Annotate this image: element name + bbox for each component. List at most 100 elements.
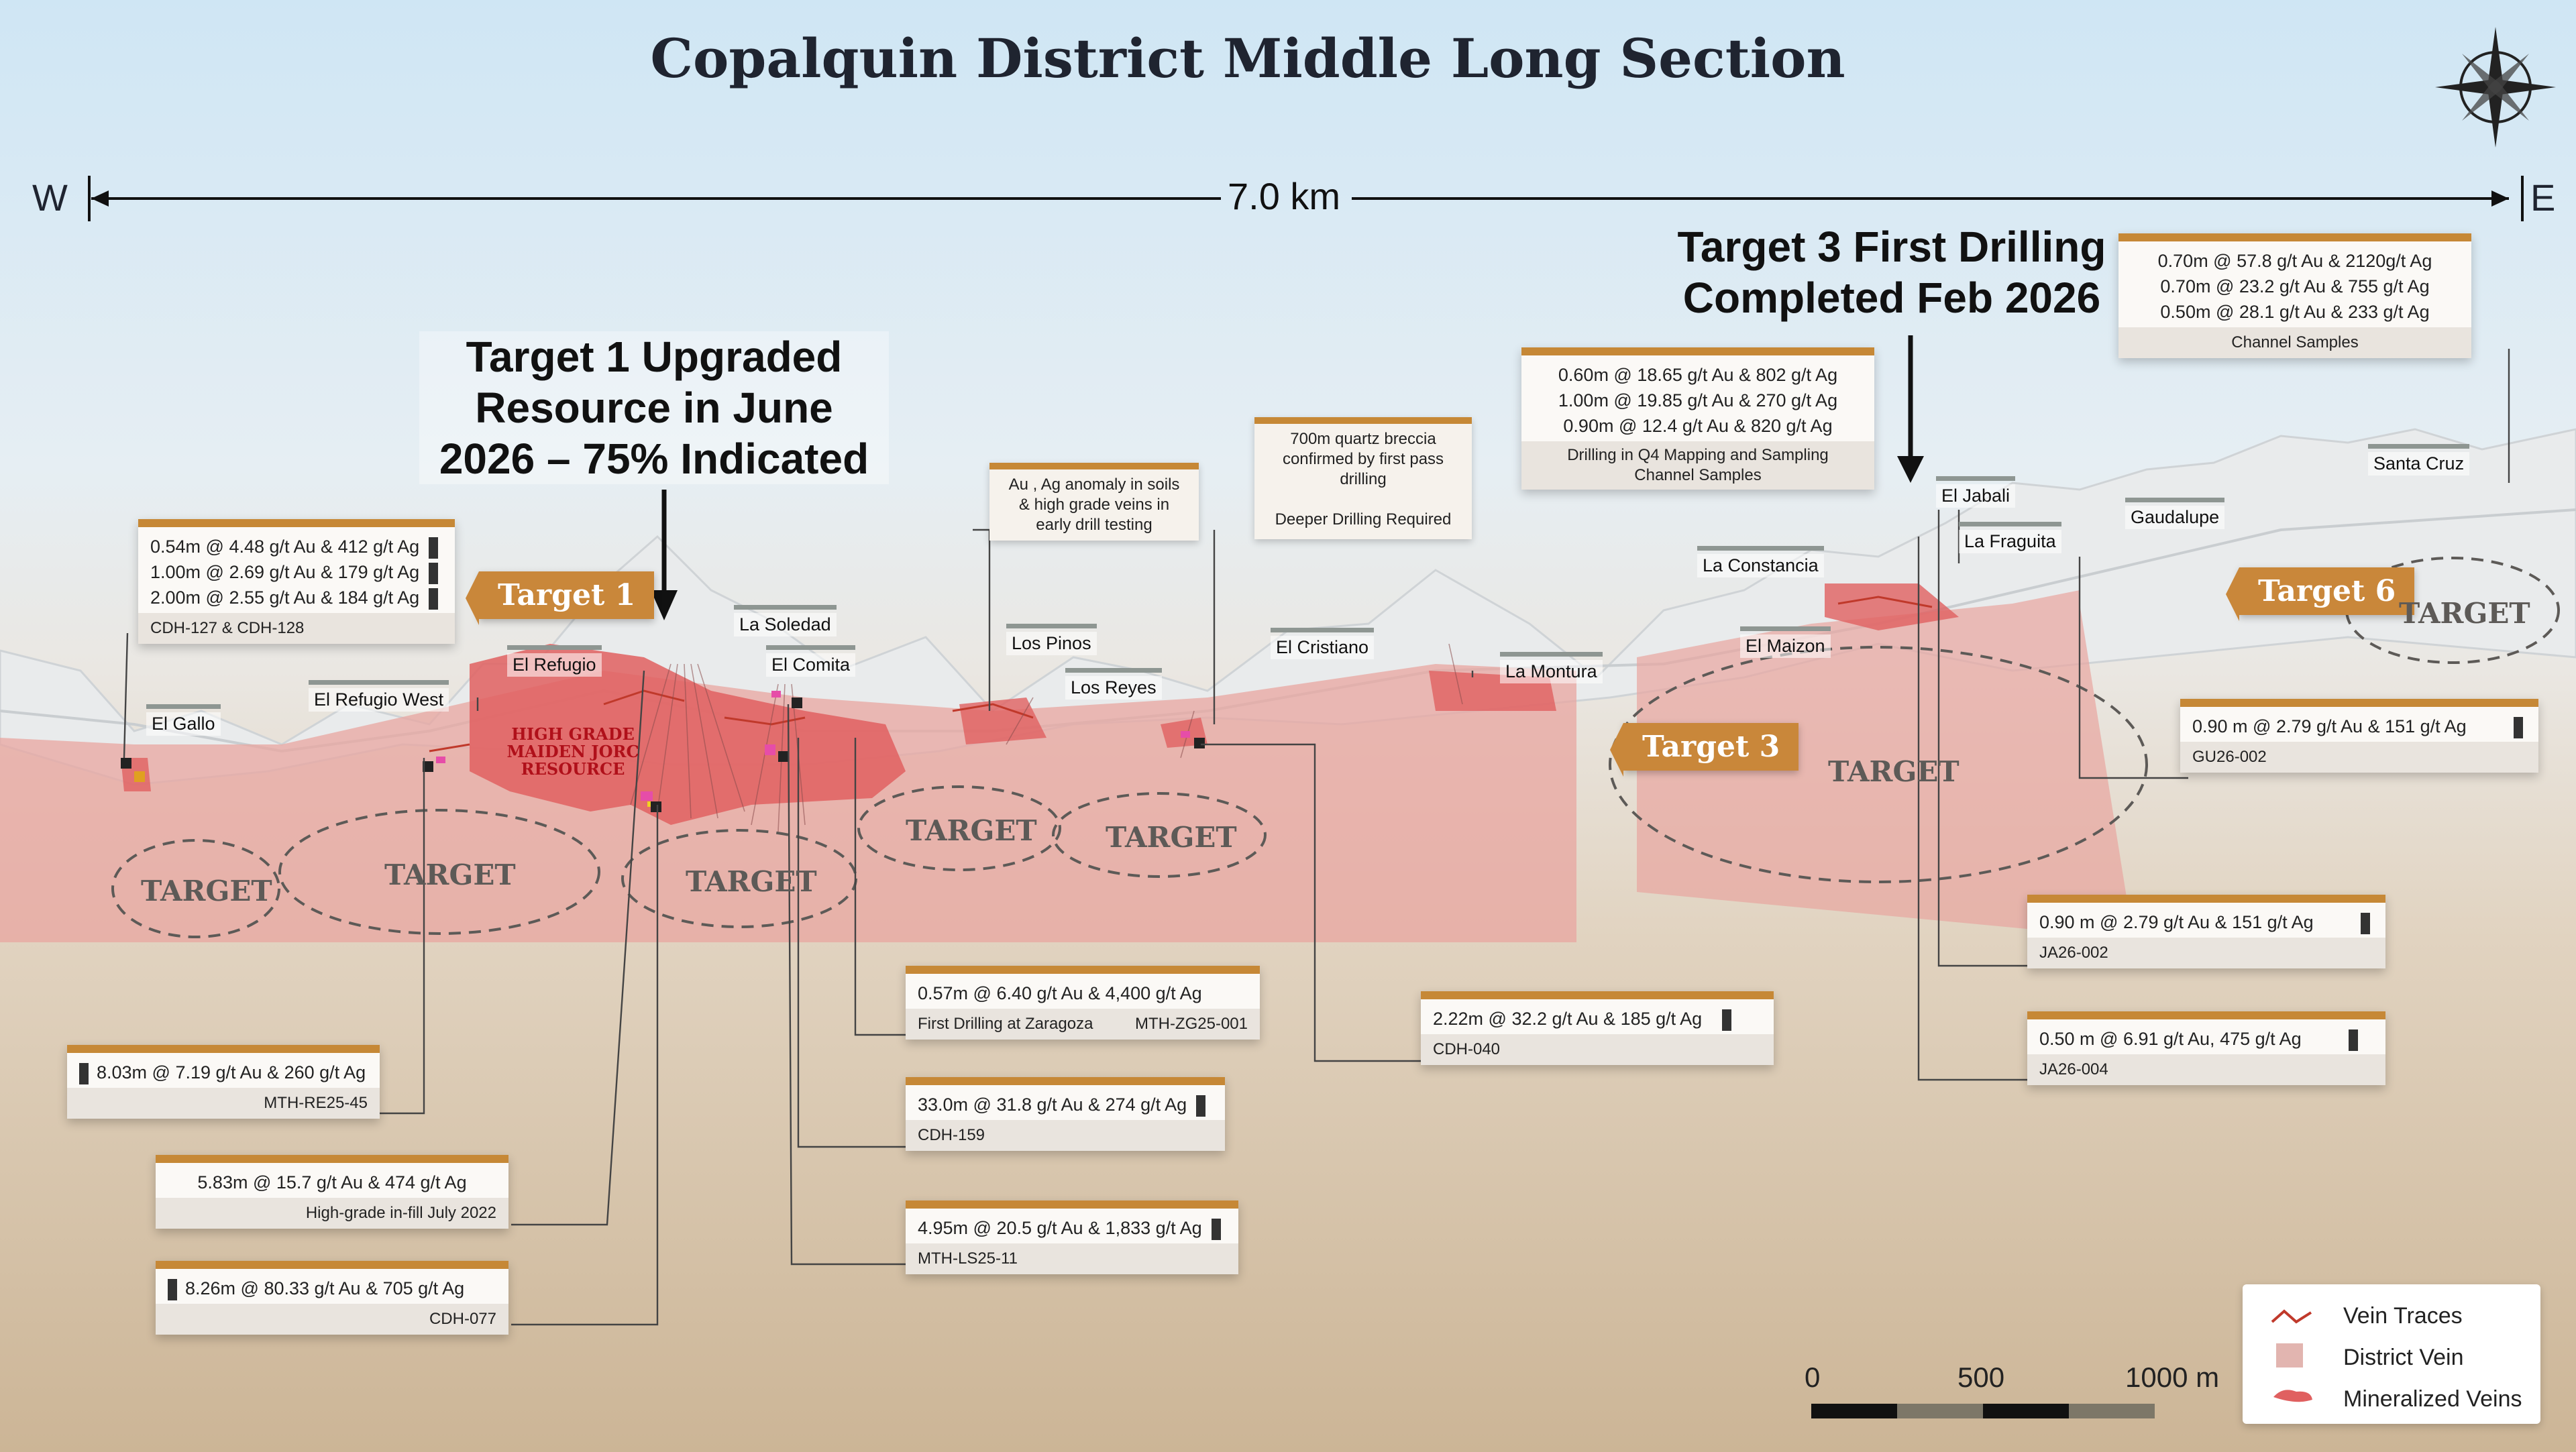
note-line: drilling [1340, 470, 1387, 488]
legend-mineralized-veins: Mineralized Veins [2343, 1386, 2522, 1412]
leader-lines [123, 349, 2510, 1326]
card-footer: High-grade in-fill July 2022 [156, 1198, 508, 1229]
note-line: early drill testing [1036, 516, 1152, 534]
card-cdh-159: 33.0m @ 31.8 g/t Au & 274 g/t Ag CDH-159 [906, 1077, 1225, 1151]
location-la-montura: La Montura [1500, 652, 1603, 683]
note-line: Deeper Drilling Required [1275, 510, 1452, 528]
note-quartz-breccia: 700m quartz breccia confirmed by first p… [1254, 417, 1472, 539]
target-ellipse-label: TARGET [1828, 755, 1960, 788]
target-ellipse-label: TARGET [1106, 821, 1237, 854]
card-row: 33.0m @ 31.8 g/t Au & 274 g/t Ag [918, 1092, 1213, 1117]
target3-callout-line: Target 3 First Drilling [1677, 223, 2106, 271]
location-los-reyes: Los Reyes [1065, 668, 1162, 700]
target-ellipse-label: TARGET [384, 858, 516, 891]
grade-bar-icon [2360, 912, 2370, 934]
card-row: 1.00m @ 19.85 g/t Au & 270 g/t Ag [1558, 390, 1838, 410]
location-el-jabali: El Jabali [1936, 476, 2016, 508]
legend: Vein Traces District Vein Mineralized Ve… [2243, 1284, 2540, 1424]
card-channel-samples: 0.70m @ 57.8 g/t Au & 2120g/t Ag 0.70m @… [2118, 233, 2471, 358]
drill-markers [121, 691, 1205, 812]
location-los-pinos: Los Pinos [1006, 624, 1097, 655]
west-label: W [32, 176, 68, 219]
resource-label-line: HIGH GRADE [511, 724, 635, 744]
card-mth-re25-45: 8.03m @ 7.19 g/t Au & 260 g/t Ag MTH-RE2… [67, 1045, 380, 1119]
card-cdh-040: 2.22m @ 32.2 g/t Au & 185 g/t Ag CDH-040 [1421, 991, 1774, 1065]
card-footer: MTH-RE25-45 [67, 1088, 380, 1119]
target1-callout-line: Target 1 Upgraded [466, 333, 843, 381]
section-length: 7.0 km [1228, 175, 1341, 217]
resource-label-line: RESOURCE [521, 759, 625, 779]
card-row: 4.95m @ 20.5 g/t Au & 1,833 g/t Ag [918, 1215, 1226, 1241]
location-el-gallo: El Gallo [146, 704, 221, 736]
target1-callout-line: 2026 – 75% Indicated [439, 435, 869, 483]
card-row: 0.90 m @ 2.79 g/t Au & 151 g/t Ag [2192, 714, 2526, 739]
target3-badge: Target 3 [1609, 723, 1799, 777]
location-el-cristiano: El Cristiano [1271, 628, 1375, 659]
mineralized-veins-icon [2273, 1390, 2312, 1402]
card-footer-right: MTH-ZG25-001 [1134, 1015, 1248, 1033]
legend-district-vein: District Vein [2343, 1345, 2464, 1370]
resource-label-line: MAIDEN JORC [506, 742, 639, 761]
location-gaudalupe: Gaudalupe [2125, 498, 2225, 529]
card-footer: MTH-LS25-11 [906, 1243, 1238, 1274]
target1-callout: Target 1 Upgraded Resource in June 2026 … [419, 331, 889, 484]
grade-bar-icon [1196, 1095, 1206, 1117]
mineralized-vein-constancia [1825, 583, 1959, 630]
vein-traces-icon [2271, 1309, 2312, 1324]
note-line: confirmed by first pass [1282, 450, 1444, 468]
target-ellipse-label: TARGET [686, 865, 817, 898]
target1-callout-line: Resource in June [475, 384, 833, 432]
target3-callout-line: Completed Feb 2026 [1682, 274, 2101, 322]
target1-badge: Target 1 [465, 571, 655, 625]
location-el-refugio: El Refugio [507, 645, 602, 677]
scale-label-zero: 0 [1805, 1361, 1821, 1393]
card-row: 0.90m @ 12.4 g/t Au & 820 g/t Ag [1563, 416, 1833, 436]
card-row: 0.70m @ 57.8 g/t Au & 2120g/t Ag [2157, 251, 2432, 271]
card-footer: GU26-002 [2180, 742, 2538, 773]
card-row: 0.50 m @ 6.91 g/t Au, 475 g/t Ag [2039, 1026, 2373, 1052]
card-row: 1.00m @ 2.69 g/t Au & 179 g/t Ag [150, 559, 443, 585]
card-row: 0.90 m @ 2.79 g/t Au & 151 g/t Ag [2039, 909, 2373, 935]
card-row: 2.22m @ 32.2 g/t Au & 185 g/t Ag [1433, 1006, 1762, 1031]
card-footer: Channel Samples [2118, 327, 2471, 358]
card-q4-drilling: 0.60m @ 18.65 g/t Au & 802 g/t Ag 1.00m … [1521, 347, 1874, 490]
district-vein-icon [2276, 1343, 2303, 1367]
location-el-maizon: El Maizon [1740, 626, 1831, 658]
location-el-comita: El Comita [766, 645, 856, 677]
grade-bar-icon [168, 1278, 177, 1300]
card-footer-line: Drilling in Q4 Mapping and Sampling [1567, 446, 1829, 464]
location-santa-cruz: Santa Cruz [2368, 444, 2470, 476]
card-row: 0.50m @ 28.1 g/t Au & 233 g/t Ag [2160, 302, 2430, 322]
grade-bar-icon [1211, 1218, 1221, 1240]
grade-bar-icon [2348, 1029, 2358, 1051]
card-footer: CDH-159 [906, 1120, 1225, 1151]
card-row: 5.83m @ 15.7 g/t Au & 474 g/t Ag [197, 1172, 467, 1192]
district-vein-east [1637, 590, 2133, 939]
grade-bar-icon [429, 537, 439, 559]
grade-bar-icon [2513, 716, 2523, 738]
card-footer-left: First Drilling at Zaragoza [918, 1015, 1093, 1033]
target-ellipse-label: TARGET [906, 814, 1037, 847]
target6-badge: Target 6 [2225, 567, 2415, 621]
card-mth-zg25-001: 0.57m @ 6.40 g/t Au & 4,400 g/t Ag First… [906, 966, 1260, 1040]
card-footer: CDH-077 [156, 1304, 508, 1335]
card-row: 8.26m @ 80.33 g/t Au & 705 g/t Ag [168, 1276, 496, 1301]
grade-bar-icon [429, 562, 439, 584]
card-row: 0.54m @ 4.48 g/t Au & 412 g/t Ag [150, 534, 443, 559]
card-mth-ls25-11: 4.95m @ 20.5 g/t Au & 1,833 g/t Ag MTH-L… [906, 1200, 1238, 1274]
legend-vein-traces: Vein Traces [2343, 1303, 2463, 1329]
east-label: E [2530, 176, 2556, 219]
note-soils-anomaly: Au , Ag anomaly in soils & high grade ve… [989, 463, 1199, 541]
card-footer: CDH-127 & CDH-128 [138, 613, 455, 644]
target-ellipse-label: TARGET [2399, 597, 2530, 630]
grade-bar-icon [1722, 1009, 1732, 1031]
maiden-resource-label: HIGH GRADE MAIDEN JORC RESOURCE [499, 726, 647, 778]
card-footer: CDH-040 [1421, 1034, 1774, 1065]
location-la-constancia: La Constancia [1697, 546, 1824, 577]
card-row: 0.57m @ 6.40 g/t Au & 4,400 g/t Ag [918, 983, 1202, 1003]
note-line: 700m quartz breccia [1290, 430, 1436, 448]
card-cdh-127: 0.54m @ 4.48 g/t Au & 412 g/t Ag 1.00m @… [138, 519, 455, 644]
card-footer: Drilling in Q4 Mapping and Sampling Chan… [1521, 441, 1874, 490]
scale-label-max: 1000 m [2125, 1361, 2220, 1393]
